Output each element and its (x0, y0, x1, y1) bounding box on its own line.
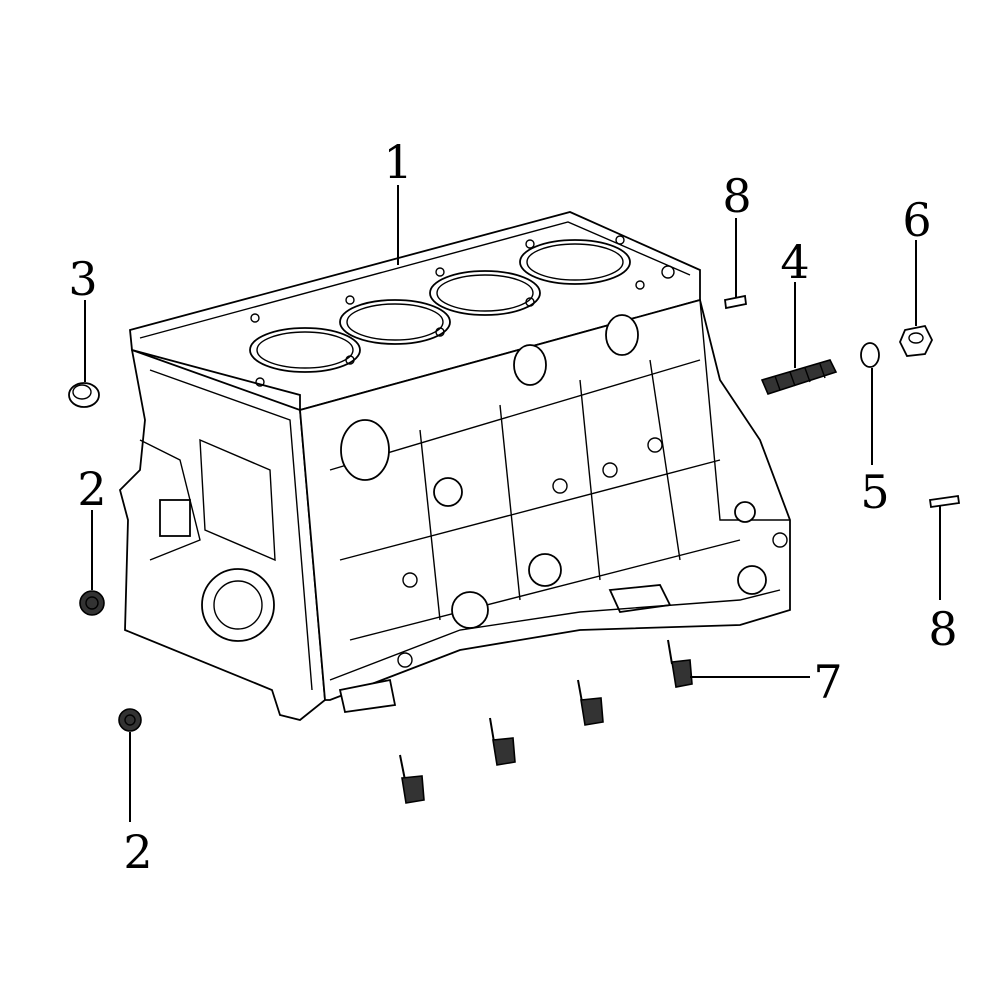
part-8-pin-upper (724, 294, 747, 310)
callout-8-lower: 8 (928, 602, 957, 656)
callout-1: 1 (383, 135, 412, 189)
callout-4: 4 (780, 235, 809, 289)
part-3-plug (68, 382, 100, 408)
callout-7: 7 (813, 655, 842, 709)
callout-3: 3 (68, 252, 97, 306)
part-2-plug-lower (118, 708, 142, 732)
callout-8-upper: 8 (722, 169, 751, 223)
part-7-oil-jets (399, 639, 693, 804)
callout-labels: 1 2 2 3 4 5 6 7 8 8 (68, 135, 957, 879)
cylinder-block (118, 211, 791, 721)
callout-6: 6 (902, 193, 931, 247)
part-8-pin-lower (928, 494, 961, 509)
callout-2-lower: 2 (123, 825, 152, 879)
part-6-nut (899, 324, 934, 357)
callout-2-upper: 2 (77, 462, 106, 516)
part-4-stud (760, 359, 838, 395)
part-2-plug-upper (79, 590, 105, 616)
callout-5: 5 (860, 465, 889, 519)
leader-lines (84, 185, 941, 822)
part-5-o-ring (860, 342, 880, 368)
